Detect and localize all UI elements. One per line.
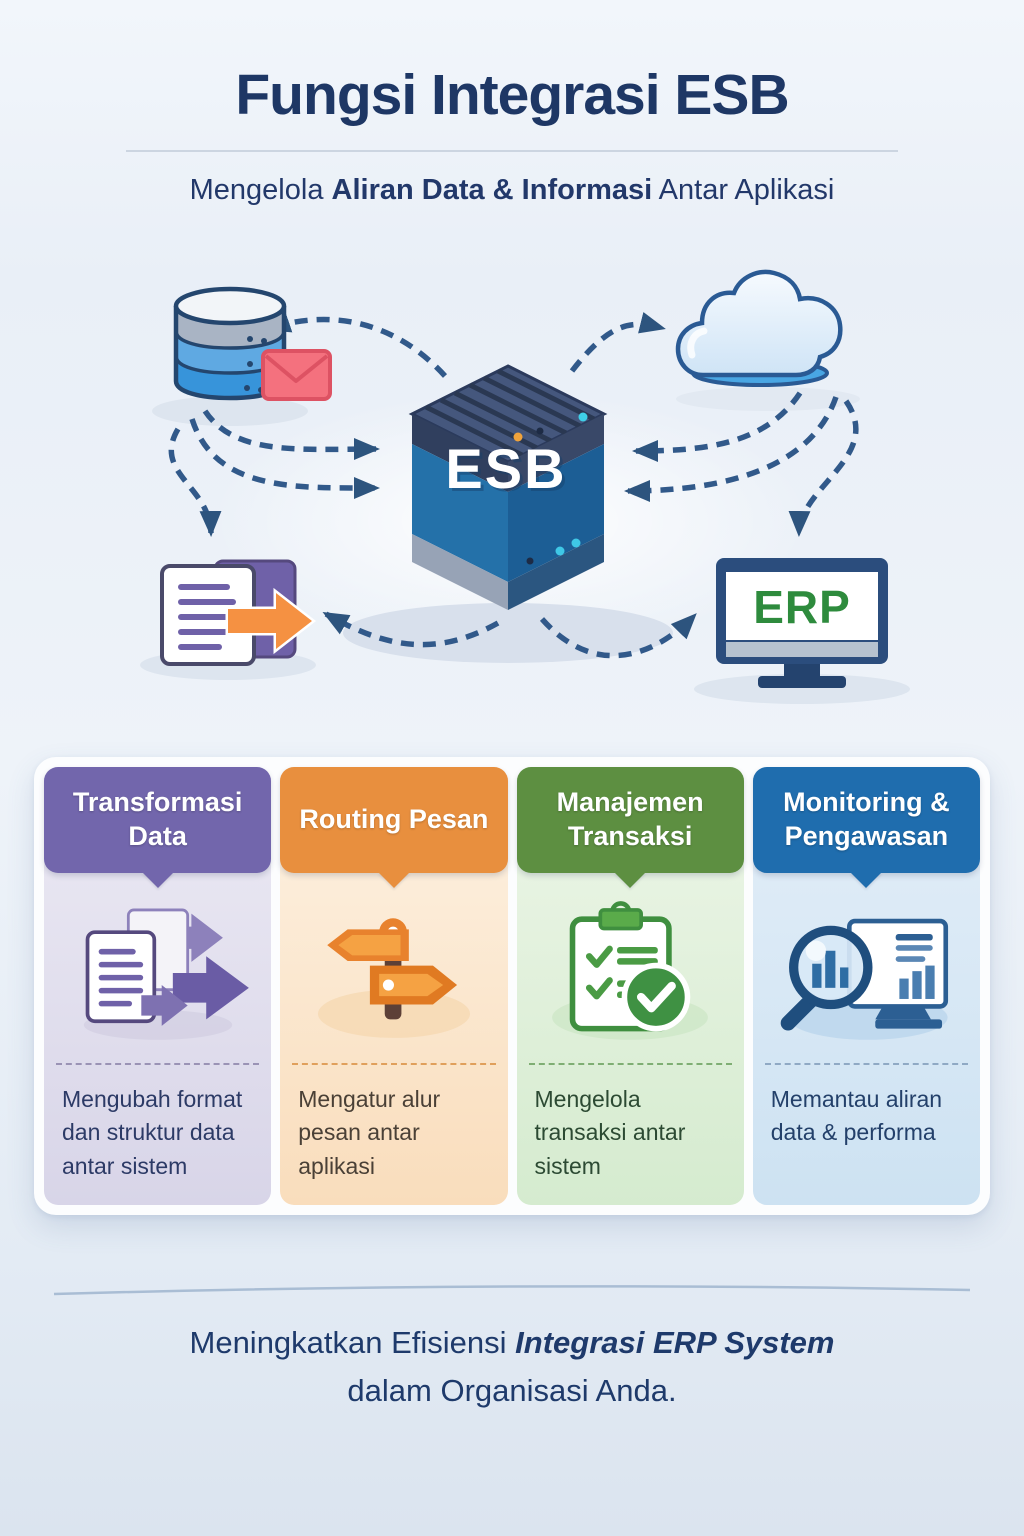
card-transformasi-data: Transformasi Data Mengubah format dan st: [44, 767, 272, 1205]
card-icon-area: [280, 873, 507, 1059]
card-divider: [528, 1063, 732, 1065]
document-transform-icon: [160, 559, 317, 666]
esb-server-icon: ESB ESB: [408, 364, 608, 610]
arrow-esb-to-document: [322, 611, 500, 648]
functions-panel: Transformasi Data Mengubah format dan st: [34, 757, 990, 1215]
footer-text: Meningkatkan Efisiensi Integrasi ERP Sys…: [0, 1319, 1024, 1415]
email-icon: [261, 349, 332, 401]
footer-divider: [53, 1285, 971, 1296]
card-header-monitoring-pengawasan: Monitoring & Pengawasan: [752, 767, 980, 873]
footer-line1-regular: Meningkatkan Efisiensi: [189, 1325, 516, 1360]
arrow-database-to-esb-2: [189, 418, 380, 500]
clipboard-check-icon: [552, 901, 709, 1040]
footer-line1-bold: Integrasi ERP System: [515, 1325, 835, 1360]
card-divider: [764, 1063, 968, 1065]
arrow-esb-to-database: [264, 311, 448, 378]
card-monitoring-pengawasan: Monitoring & Pengawasan: [752, 767, 980, 1205]
erp-label: ERP: [753, 581, 851, 633]
arrow-database-to-esb-1: [202, 409, 380, 461]
card-description: Mengubah format dan struktur data antar …: [62, 1086, 243, 1179]
arrow-down-to-erp: [788, 399, 859, 537]
magnifier-analytics-icon: [781, 918, 949, 1040]
card-divider: [292, 1063, 496, 1065]
cloud-icon: [675, 269, 843, 387]
card-description: Mengatur alur pesan antar aplikasi: [298, 1086, 441, 1179]
title-divider: [126, 150, 898, 152]
subtitle-prefix: Mengelola: [189, 174, 332, 206]
signpost-routing-icon: [317, 918, 470, 1038]
card-header-transformasi-data: Transformasi Data: [44, 767, 272, 873]
card-icon-area: [517, 873, 744, 1059]
card-icon-area: [44, 873, 271, 1059]
card-icon-area: [753, 873, 980, 1059]
erp-monitor-icon: ERP: [716, 558, 888, 688]
arrow-esb-to-erp: [539, 613, 697, 659]
documents-transform-icon: [83, 908, 249, 1040]
diagram-svg: ESB ESB ERP: [140, 269, 910, 704]
card-description: Mengelola transaksi antar sistem: [534, 1086, 686, 1179]
svg-text:ESB: ESB: [448, 440, 569, 503]
card-header-routing-pesan: Routing Pesan: [280, 767, 508, 873]
page-title: Fungsi Integrasi ESB: [235, 63, 789, 127]
card-description: Memantau aliran data & performa: [770, 1086, 943, 1146]
esb-label: ESB: [445, 437, 566, 500]
card-header-manajemen-transaksi: Manajemen Transaksi: [516, 767, 744, 873]
page-subtitle: Mengelola Aliran Data & Informasi Antar …: [0, 174, 1024, 207]
page-header: Fungsi Integrasi ESB Mengelola Aliran Da…: [0, 0, 1024, 207]
card-divider: [56, 1063, 260, 1065]
card-routing-pesan: Routing Pesan Mengatur alur pesan antar …: [280, 767, 508, 1205]
subtitle-suffix: Antar Aplikasi: [652, 174, 835, 206]
data-flow-arrows: [168, 311, 859, 659]
card-manajemen-transaksi: Manajemen Transaksi Mengelola transaksi …: [516, 767, 744, 1205]
subtitle-bold: Aliran Data & Informasi: [331, 174, 653, 206]
arrow-cloud-to-esb-1: [632, 391, 803, 462]
arrow-cloud-to-esb-2: [624, 396, 839, 502]
arrow-esb-to-cloud: [569, 311, 666, 373]
arrow-down-to-document: [168, 427, 222, 537]
footer-line2: dalam Organisasi Anda.: [347, 1373, 677, 1409]
esb-integration-diagram: ESB ESB ERP: [0, 251, 1024, 721]
database-icon: [173, 286, 287, 401]
